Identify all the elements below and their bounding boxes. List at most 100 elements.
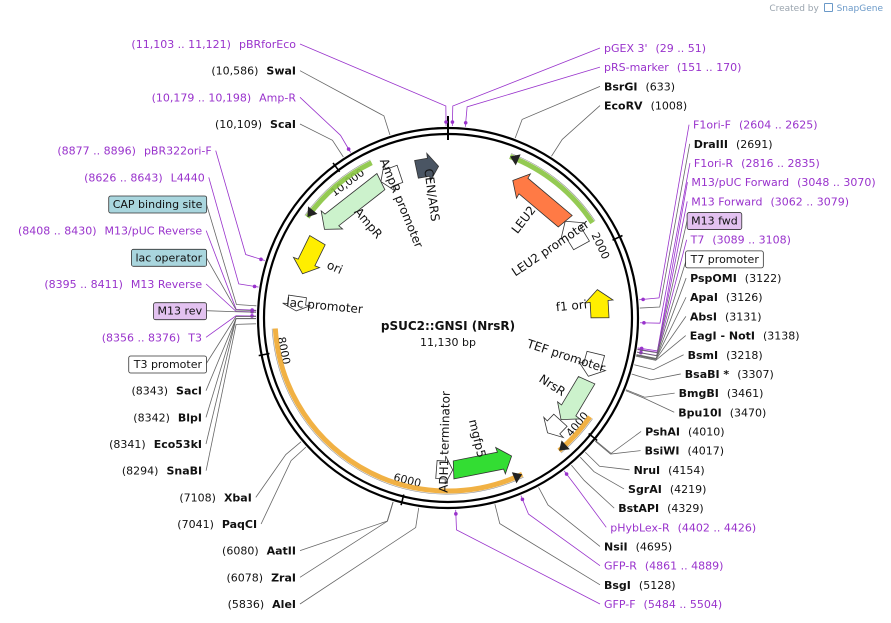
- map-label-sgrai: SgrAI(4219): [628, 483, 706, 496]
- feature-arrow-cen-ars: [414, 152, 440, 183]
- label-leader-draiii: [639, 143, 691, 309]
- map-label-snabi: (8294)SnaBI: [122, 465, 202, 478]
- map-label-position: (1008): [651, 100, 688, 113]
- map-label-name: BstAPI: [618, 502, 659, 515]
- map-label-absi: AbsI(3131): [690, 310, 762, 323]
- credit-prefix: Created by: [769, 4, 819, 14]
- label-leader-m13-reverse: [205, 283, 257, 313]
- map-label-nsii: NsiI(4695): [604, 540, 672, 553]
- map-label-name: NruI: [634, 464, 661, 477]
- map-label-name: lac operator: [135, 251, 202, 264]
- map-label-name: T7: [690, 234, 705, 247]
- map-label-name: Amp-R: [259, 91, 296, 104]
- map-label-position: (8408 .. 8430): [18, 225, 97, 238]
- map-label-name: SwaI: [266, 65, 296, 78]
- map-label-name: BsaBI *: [685, 368, 730, 381]
- map-label-name: M13/pUC Forward: [691, 176, 789, 189]
- feature-arrow-leu2-promoter: [560, 220, 590, 251]
- feature-span-arrowhead: [510, 154, 521, 166]
- label-leader-pbrforeco: [299, 43, 447, 127]
- plasmid-length: 11,130 bp: [420, 336, 476, 349]
- map-label-aatii: (6080)AatII: [222, 545, 296, 558]
- label-leader-gfp-f: [455, 509, 601, 605]
- map-label-name: M13 fwd: [691, 215, 738, 228]
- feature-span-arc-arc-gfp: [272, 328, 524, 494]
- primer-site-mark: [252, 284, 257, 289]
- map-label-position: (4219): [670, 483, 707, 496]
- ring-tick: [400, 494, 405, 506]
- map-label-position: (8342): [133, 411, 170, 424]
- label-leader-bsrgi: [514, 85, 601, 139]
- map-label-position: (7108): [179, 491, 216, 504]
- map-label-position: (3089 .. 3108): [712, 234, 791, 247]
- map-label-name: SnaBI: [166, 465, 202, 478]
- ring-tick-label: 2000: [589, 231, 613, 262]
- primer-site-mark: [250, 314, 254, 318]
- feature-label-leu2: LEU2: [509, 203, 539, 236]
- primer-site-mark: [463, 120, 468, 125]
- primer-site-mark: [450, 120, 455, 124]
- map-label-name: pRS-marker: [604, 61, 669, 74]
- map-label-name: GFP-R: [604, 560, 637, 573]
- map-label-position: (4154): [668, 464, 705, 477]
- feature-arrow-ampr-promoter: [380, 163, 404, 192]
- map-label-blpi: (8342) BlpI: [133, 411, 202, 424]
- map-label-name: AleI: [272, 598, 296, 611]
- map-label-position: (3218): [726, 349, 763, 362]
- map-label-f1ori-r: F1ori-R(2816 .. 2835): [694, 157, 820, 170]
- map-label-position: (11,103 .. 11,121): [131, 38, 231, 51]
- ring-tick: [258, 352, 270, 357]
- label-leader-t3-primer: [205, 315, 257, 338]
- label-leader-saci: [205, 318, 257, 391]
- map-label-name: M13 Reverse: [131, 278, 202, 291]
- map-label-position: (6080): [222, 545, 259, 558]
- map-label-position: (633): [645, 80, 675, 93]
- map-label-ampr-primer: (10,179 .. 10,198)Amp-R: [152, 91, 297, 104]
- map-label-position: (151 .. 170): [677, 61, 742, 74]
- map-label-phyblex-r: pHybLex-R(4402 .. 4426): [610, 521, 756, 534]
- map-label-t3-promoter: T3 promoter: [133, 358, 203, 371]
- map-label-name: ZraI: [271, 571, 296, 584]
- map-label-m13-reverse: (8395 .. 8411)M13 Reverse: [44, 278, 202, 291]
- label-leader-nrui: [584, 451, 630, 471]
- map-label-name: BsrGI: [604, 80, 637, 93]
- map-label-name: pHybLex-R: [610, 521, 670, 534]
- label-leader-f1ori-f: [639, 124, 690, 301]
- map-label-position: (29 .. 51): [656, 42, 707, 55]
- label-leader-bsabi: [631, 373, 681, 381]
- map-label-bsrgi: BsrGI (633): [604, 80, 675, 93]
- map-label-name: pBRforEco: [239, 38, 296, 51]
- map-label-draiii: DraIII(2691): [694, 138, 773, 151]
- label-leader-eco53ki: [205, 318, 257, 445]
- label-leader-prs-marker: [464, 66, 601, 127]
- feature-label-ori: ori: [325, 258, 345, 277]
- label-leader-pspomi: [636, 277, 687, 359]
- feature-label-cen-ars: CEN/ARS: [421, 168, 442, 223]
- label-leader-scai: [299, 123, 344, 158]
- map-label-position: (3461): [727, 387, 764, 400]
- primer-site-mark: [642, 321, 646, 325]
- label-leader-bsiwi: [594, 440, 641, 455]
- map-label-name: EcoRV: [604, 100, 643, 113]
- map-label-position: (8341): [109, 438, 146, 451]
- map-label-lac-operator: lac operator: [135, 251, 202, 264]
- map-label-name: NsiI: [604, 540, 628, 553]
- label-leader-paqci: [260, 446, 307, 525]
- map-label-box: [153, 302, 207, 321]
- map-label-eagi-noti: EagI - NotI(3138): [690, 330, 800, 343]
- primer-site-mark: [520, 497, 525, 502]
- map-label-name: M13 rev: [158, 305, 203, 318]
- map-label-name: EagI - NotI: [690, 330, 755, 343]
- map-label-paqci: (7041)PaqCI: [177, 518, 257, 531]
- feature-arrow-adh1-terminator: [435, 455, 454, 485]
- map-label-pbr322ori-f: (8877 .. 8896)pBR322ori-F: [57, 145, 211, 158]
- map-label-name: BsgI: [604, 579, 631, 592]
- feature-span-edge: [511, 153, 596, 222]
- map-label-position: (2816 .. 2835): [741, 157, 820, 170]
- map-label-name: M13 Forward: [691, 195, 762, 208]
- map-label-pgex3: pGEX 3'(29 .. 51): [604, 42, 706, 55]
- map-label-name: BlpI: [178, 411, 202, 424]
- map-label-box: [686, 212, 743, 230]
- label-leader-swai: [299, 70, 391, 136]
